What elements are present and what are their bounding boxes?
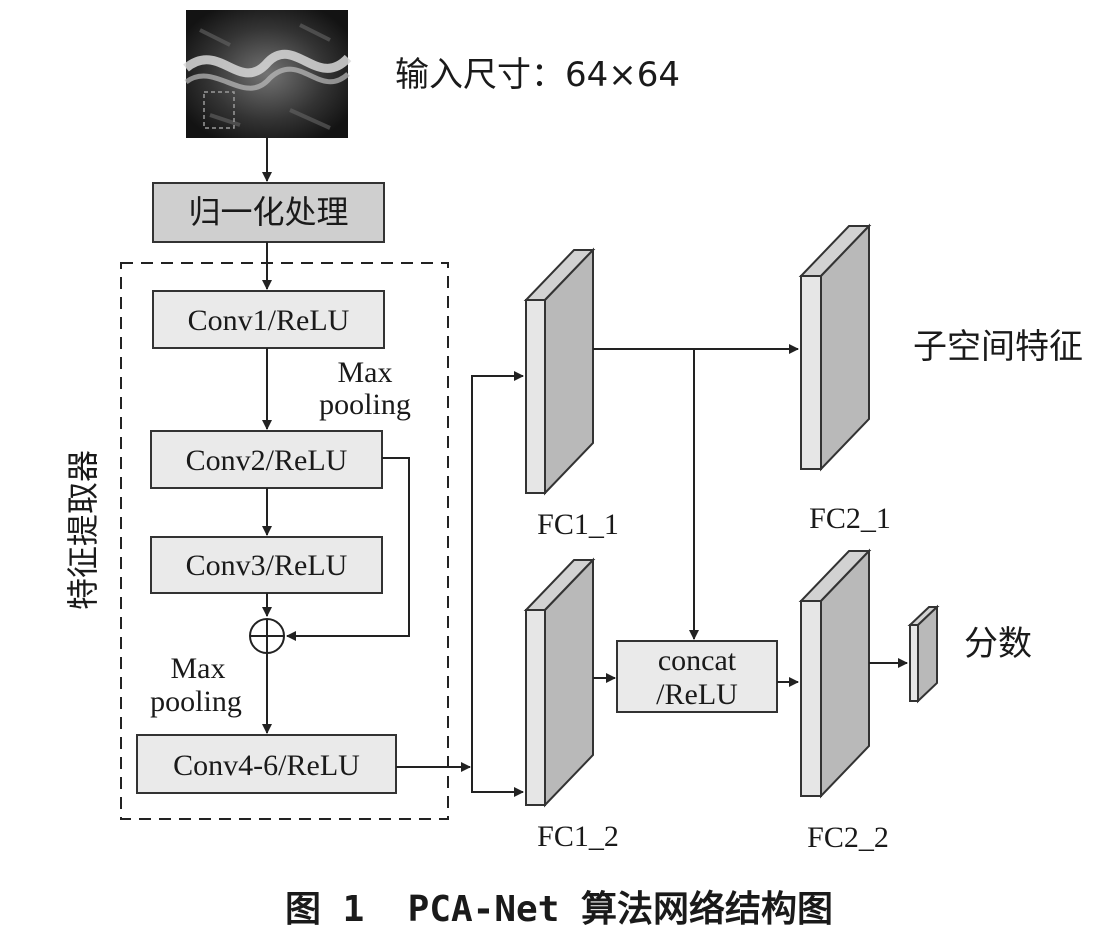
conv1-box [152,290,385,349]
conv2-box [150,430,383,489]
add-node [249,618,285,654]
normalize-label: 归一化处理 [188,193,348,231]
input-size-label: 输入尺寸：64×64 [395,55,680,95]
fc2-2-label: FC2_2 [807,821,889,854]
edge-to-fc1-2 [471,767,524,797]
conv4-6-box [136,734,397,794]
conv3-box [150,536,383,594]
conv1-label: Conv1/ReLU [188,304,350,337]
max-pooling-1-line1: Max [338,356,393,389]
fc1-2-label: FC1_2 [537,820,619,853]
fc2-1-layer [798,223,872,472]
max-pooling-2-line2: pooling [150,685,242,718]
fc1-1-layer [523,247,596,496]
conv4-6-label: Conv4-6/ReLU [173,749,360,782]
figure-caption: 图 1 PCA-Net 算法网络结构图 [285,888,833,930]
fc2-2-layer [798,548,872,799]
edge-conv2-residual [286,457,410,641]
concat-line1: concat [658,644,737,677]
feature-extractor-frame [120,262,449,820]
fc1-2-layer [523,557,596,808]
feature-extractor-label: 特征提取器 [64,450,102,610]
edge-to-fc1-1 [471,371,524,767]
subspace-feature-label: 子空间特征 [913,327,1083,367]
fc1-1-label: FC1_1 [537,508,619,541]
input-image [183,10,352,138]
score-label: 分数 [964,624,1032,664]
concat-line2: /ReLU [656,678,738,711]
fc2-1-label: FC2_1 [809,502,891,535]
max-pooling-2-line1: Max [171,652,226,685]
score-layer [907,604,940,704]
normalize-box [152,182,385,243]
max-pooling-1-line2: pooling [319,388,411,421]
conv2-label: Conv2/ReLU [186,444,348,477]
concat-box [616,640,778,713]
conv3-label: Conv3/ReLU [186,549,348,582]
